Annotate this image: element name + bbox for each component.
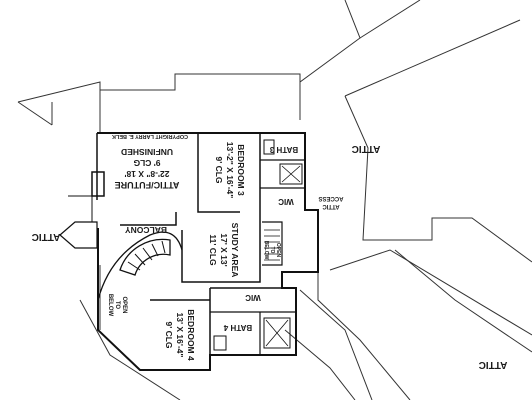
attic-future-title: ATTIC/FUTURE [115, 180, 180, 190]
wic-upper-label: WIC [278, 197, 294, 206]
attic-left-label: ATTIC [32, 231, 61, 242]
bedroom4-size: 13' X 16'-4" [175, 313, 185, 358]
straight-stair [264, 229, 280, 261]
bedroom4-label: BEDROOM 4 13' X 16'-4" 9' CLG [164, 309, 196, 361]
copyright-text: COPYRIGHT LARRY E. BELK [112, 133, 188, 139]
attic-future-note: UNFINISHED [121, 147, 173, 157]
building-walls [59, 132, 319, 371]
attic-access-label: ATTIC ACCESS [318, 195, 343, 209]
open-stair-line3: BELOW [263, 241, 269, 260]
roof-lines [17, 0, 532, 400]
bedroom4-clg: 9' CLG [164, 321, 174, 348]
attic-right-label: ATTIC [352, 143, 381, 154]
attic-access-line1: ATTIC [322, 203, 340, 209]
open-stair-line2: TO [269, 247, 275, 254]
study-area-title: STUDY AREA [230, 223, 240, 278]
study-area-size: 17' X 13' [219, 233, 229, 266]
attic-future-size: 22'-8" X 18' [125, 169, 170, 179]
bath3-label: BATH 3 [269, 145, 298, 154]
open-left-line2: TO [114, 301, 120, 310]
attic-future-label: ATTIC/FUTURE 22'-8" X 18' 9' CLG UNFINIS… [115, 147, 180, 190]
open-to-below-stair-label: OPEN TO BELOW [263, 241, 281, 260]
bedroom4-title: BEDROOM 4 [186, 309, 196, 361]
bedroom3-size: 13'-2" X 16'-4" [225, 142, 235, 199]
spiral-staircase [97, 231, 183, 301]
bedroom3-label: BEDROOM 3 13'-2" X 16'-4" 9' CLG [214, 142, 246, 199]
study-area-label: STUDY AREA 17' X 13' 11' CLG [208, 223, 240, 278]
bedroom3-title: BEDROOM 3 [236, 144, 246, 196]
bath3-fixtures [263, 139, 303, 185]
wic-lower-label: WIC [245, 293, 261, 302]
open-left-line3: BELOW [107, 294, 113, 317]
open-to-below-left-label: OPEN TO BELOW [107, 294, 127, 317]
study-area-clg: 11' CLG [208, 234, 218, 266]
open-left-line1: OPEN [121, 296, 127, 313]
attic-future-clg: 9' CLG [133, 158, 160, 168]
bath4-label: BATH 4 [223, 323, 252, 332]
open-stair-line1: OPEN [275, 243, 281, 258]
balcony-label: BALCONY [125, 225, 167, 235]
attic-bottom-label: ATTIC [479, 359, 508, 370]
bedroom3-clg: 9' CLG [214, 156, 224, 183]
attic-access-line2: ACCESS [318, 195, 343, 201]
bath4-fixtures [213, 317, 291, 351]
